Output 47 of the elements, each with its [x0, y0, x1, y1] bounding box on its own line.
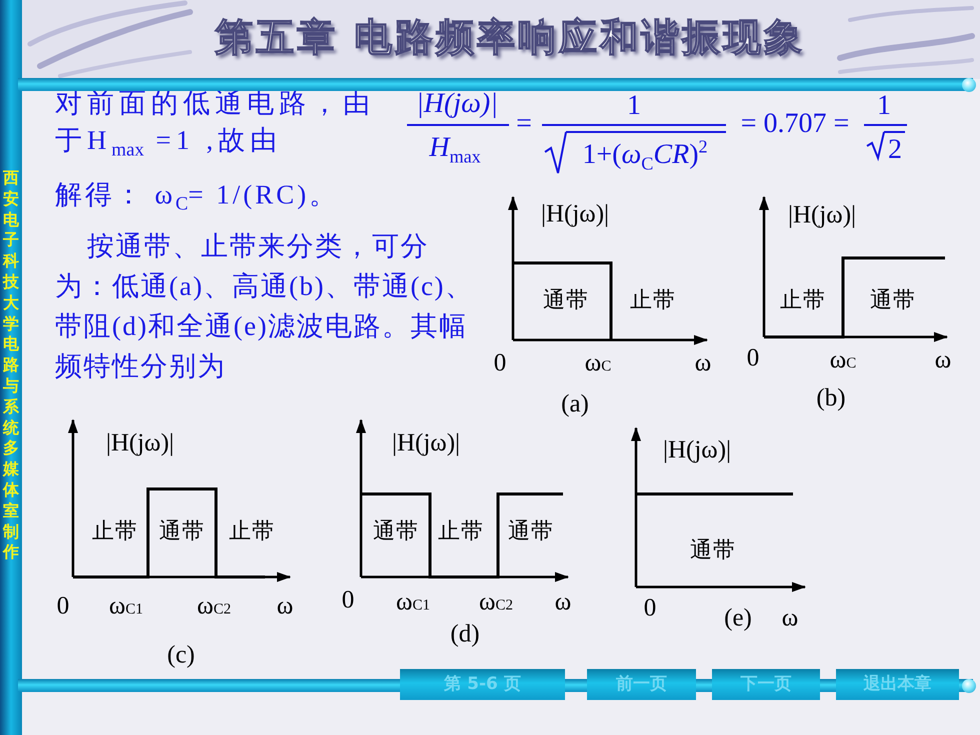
origin-label: 0 — [56, 594, 70, 618]
chart-caption: (c) — [167, 642, 195, 668]
classification-text: 按通带、止带来分类，可分为：低通(a)、高通(b)、带通(c)、带阻(d)和全通(e)滤波电路。其幅频特性分别为 — [55, 230, 474, 383]
band-label: 通带 — [543, 289, 589, 311]
origin-label: 0 — [342, 588, 354, 612]
formula-numerator: |H(jω)| — [416, 90, 498, 118]
chart-caption: (a) — [561, 392, 589, 416]
formula-denominator: H$_{max}$ — [429, 134, 481, 166]
equals-sign: = — [516, 110, 532, 138]
band-label: 止带 — [438, 520, 484, 542]
chart-caption: (d) — [450, 622, 480, 646]
y-axis-label: |H(jω)| — [392, 430, 460, 456]
band-label: 止带 — [780, 289, 826, 311]
formula-denominator: 1+(ω$_{C}$CR)$^{2}$ — [582, 137, 708, 173]
next-page-button: 下一页 — [712, 669, 820, 700]
x-axis-label: ω — [934, 348, 952, 372]
formula-denominator: 2 — [888, 136, 902, 164]
y-axis-label: |H(jω)| — [788, 202, 856, 228]
band-label: 通带 — [508, 520, 554, 542]
band-label: 通带 — [373, 520, 419, 542]
page-indicator: 第 5-6 页 — [400, 669, 565, 700]
vertical-caption: 西安电子科技大学电路与系统多媒体室制作 — [3, 168, 19, 564]
band-label: 止带 — [92, 520, 138, 542]
chart-caption: (e) — [724, 606, 752, 630]
y-axis-label: |H(jω)| — [662, 438, 732, 462]
band-label: 通带 — [870, 289, 916, 311]
y-axis-label: |H(jω)| — [540, 202, 610, 226]
formula-numerator: 1 — [627, 92, 641, 120]
previous-page-button: 前一页 — [587, 669, 696, 700]
x-axis-label: ω — [276, 594, 294, 618]
origin-label: 0 — [746, 346, 760, 370]
band-label: 通带 — [159, 520, 205, 542]
origin-label: 0 — [644, 596, 656, 620]
y-axis-label: |H(jω)| — [106, 430, 174, 456]
slide-title: 第五章 电路频率响应和谐振现象 — [214, 18, 806, 56]
origin-label: 0 — [494, 350, 506, 376]
formula-numerator: 1 — [877, 92, 891, 120]
x-axis-label: ω — [694, 350, 712, 376]
solution-text: 解得： ω$_{C}$= 1/(RC)。 — [55, 181, 340, 215]
band-label: 止带 — [229, 520, 275, 542]
band-label: 通带 — [690, 539, 736, 561]
formula-value: = 0.707 = — [740, 110, 850, 138]
chart-caption: (b) — [816, 386, 846, 410]
x-axis-label: ω — [782, 606, 798, 630]
x-axis-label: ω — [554, 590, 572, 614]
band-label: 止带 — [630, 289, 676, 311]
exit-chapter-button: 退出本章 — [836, 669, 959, 700]
